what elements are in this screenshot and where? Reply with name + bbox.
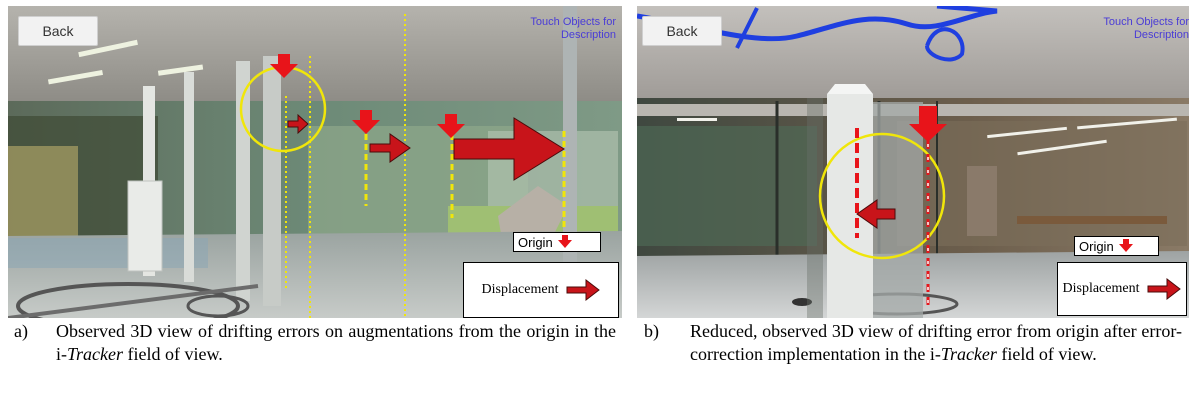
origin-legend: Origin [1074, 236, 1159, 256]
displacement-legend: Displacement [1057, 262, 1187, 316]
origin-legend-label: Origin [1079, 238, 1114, 254]
caption-a: a) Observed 3D view of drifting errors o… [14, 320, 616, 365]
screenshot-panel-a: Back Touch Objects for Description Origi… [8, 6, 622, 318]
displacement-arrow-icon [566, 278, 601, 302]
displacement-legend-label: Displacement [1062, 281, 1140, 296]
ar-scene-b [637, 6, 1189, 318]
origin-legend: Origin [513, 232, 601, 252]
origin-marker-icon [1118, 239, 1133, 252]
origin-marker-icon [909, 106, 947, 142]
displacement-arrow-icon [287, 113, 565, 181]
displacement-arrow-icon [856, 199, 896, 229]
origin-marker-icon [557, 235, 572, 248]
touch-objects-hint: Touch Objects for Description [530, 16, 616, 41]
ar-scene-a [8, 6, 622, 318]
displacement-arrow-icon [1147, 277, 1182, 301]
caption-a-text: Observed 3D view of drifting errors on a… [56, 321, 616, 364]
touch-objects-hint: Touch Objects for Description [1103, 16, 1189, 41]
back-button[interactable]: Back [18, 16, 98, 46]
caption-b-text: Reduced, observed 3D view of drifting er… [690, 321, 1182, 364]
displacement-legend: Displacement [463, 262, 619, 318]
back-button[interactable]: Back [642, 16, 722, 46]
origin-legend-label: Origin [518, 234, 553, 250]
caption-b-letter: b) [644, 321, 659, 341]
caption-a-letter: a) [14, 321, 28, 341]
screenshot-panel-b: Back Touch Objects for Description Origi… [637, 6, 1189, 318]
displacement-legend-label: Displacement [481, 282, 559, 297]
caption-b: b) Reduced, observed 3D view of drifting… [644, 320, 1189, 365]
origin-marker-icon [270, 54, 465, 138]
